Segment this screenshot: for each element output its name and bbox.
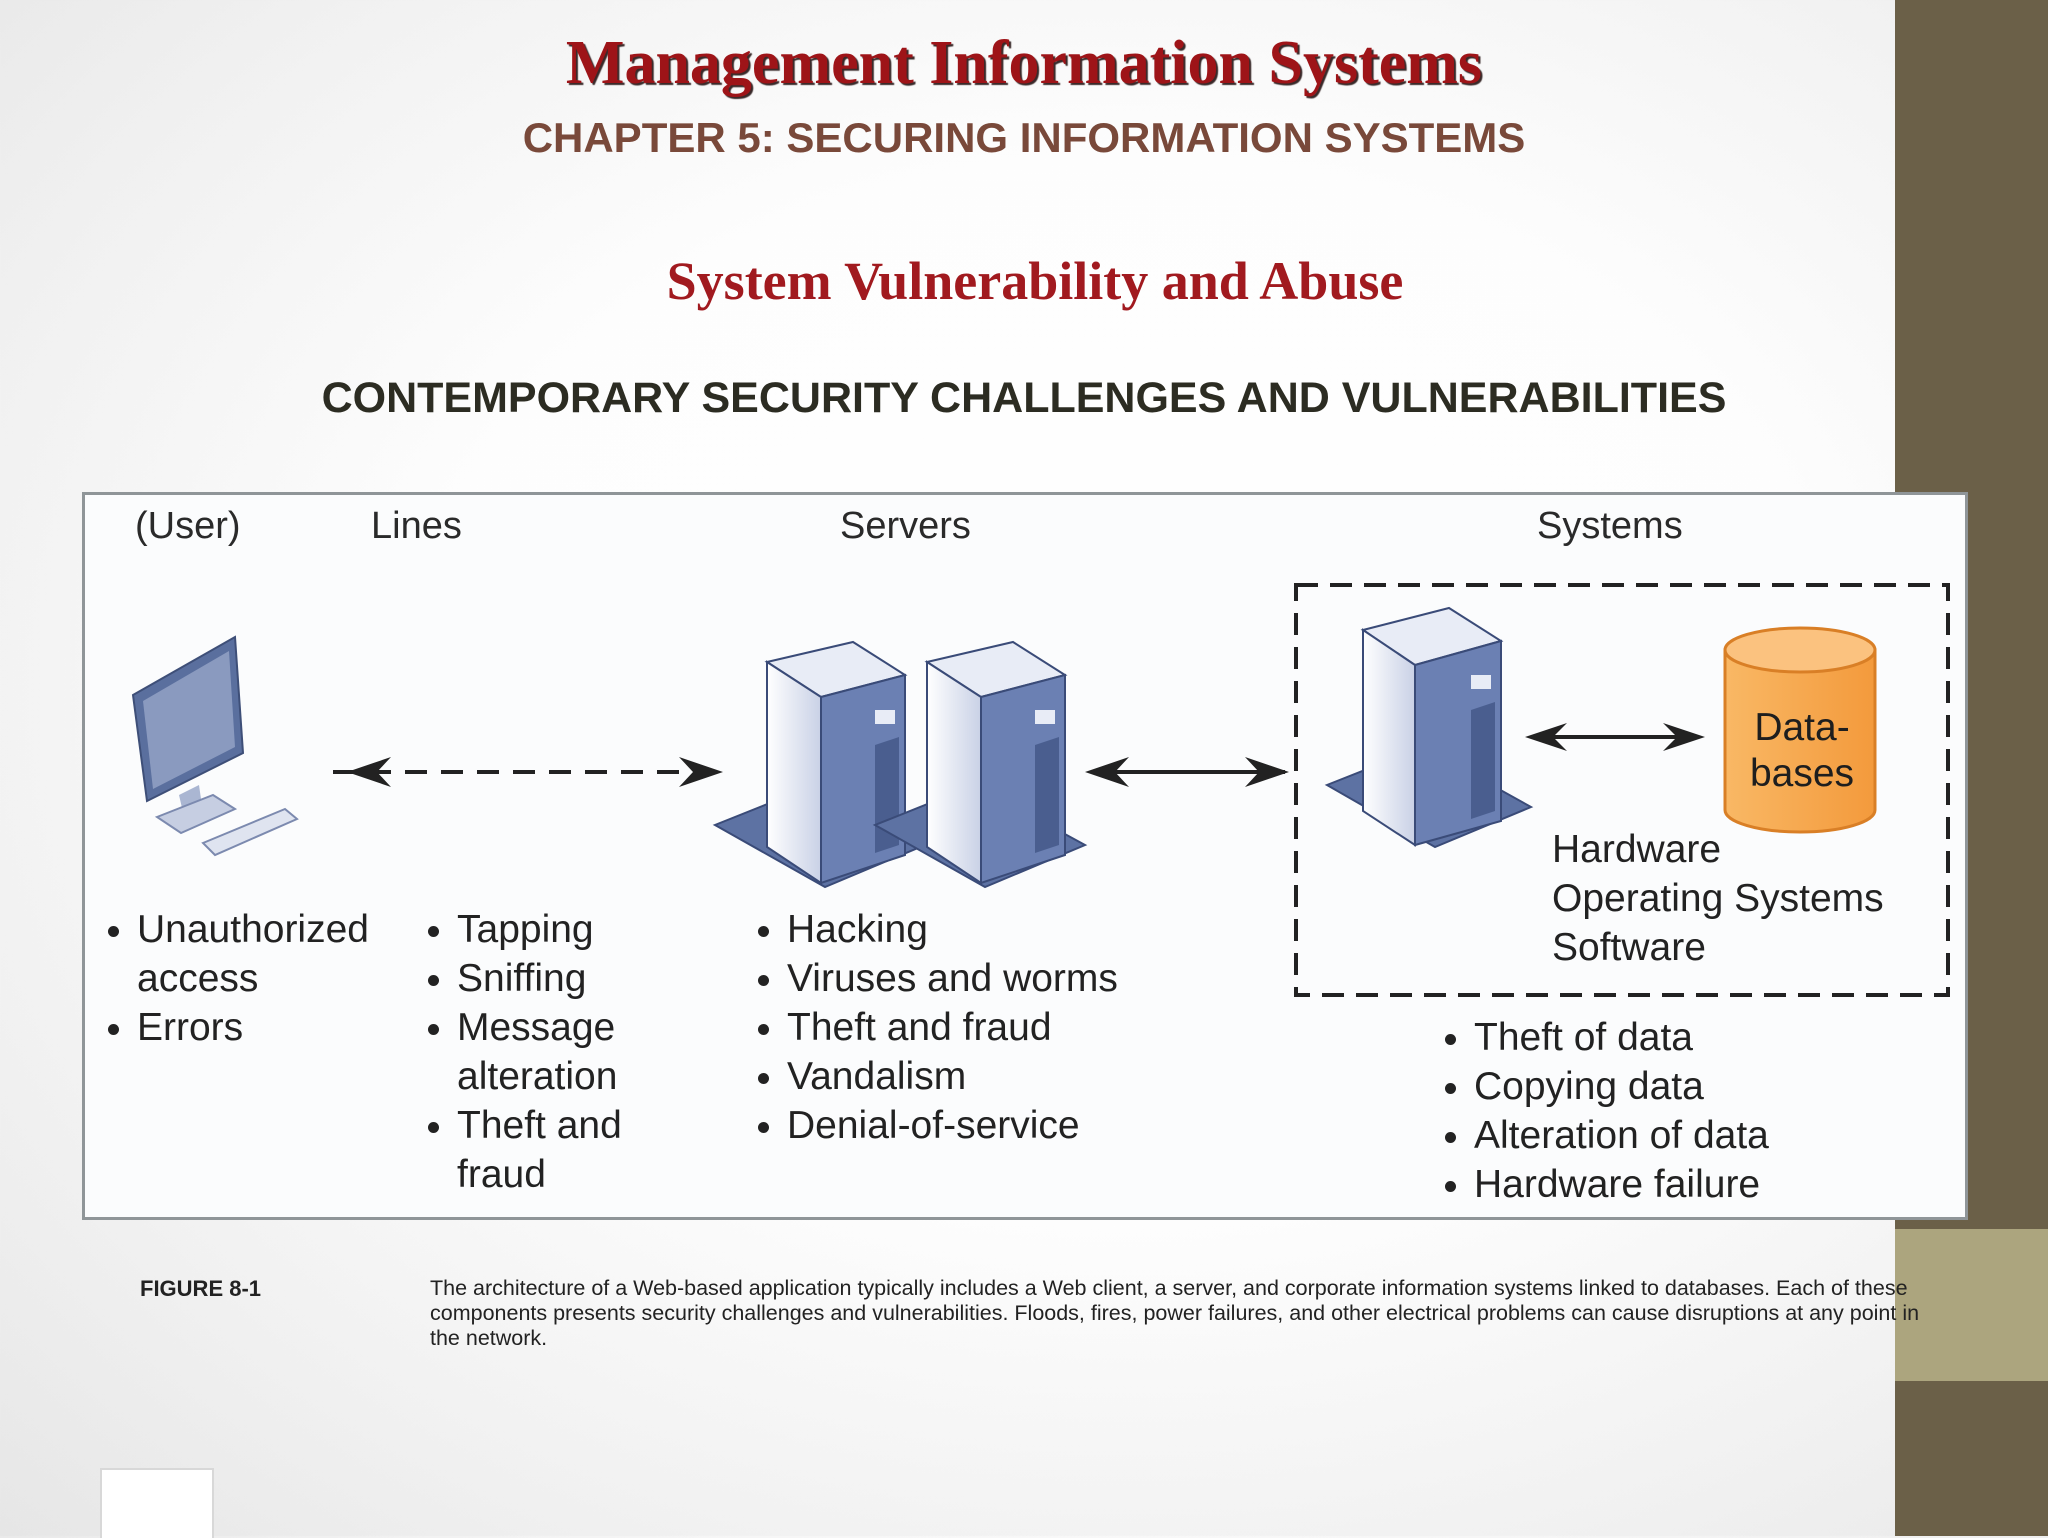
section-heading: System Vulnerability and Abuse [666,251,1404,311]
subsection-heading: CONTEMPORARY SECURITY CHALLENGES AND VUL… [321,374,1727,422]
column-header-servers: Servers [840,505,971,547]
figure-label: FIGURE 8-1 [140,1276,262,1301]
list-item: Alteration of data [1474,1111,1894,1160]
list-item: Vandalism [787,1052,1167,1101]
server-system-arrow [1085,757,1289,787]
right-accent-block [1895,1229,2048,1381]
list-item: Theft and fraud [457,1101,687,1199]
list-item: Message alteration [457,1003,687,1101]
chapter-heading: CHAPTER 5: SECURING INFORMATION SYSTEMS [522,114,1526,161]
list-item: Theft and fraud [787,1003,1167,1052]
system-component-software: Software [1552,926,1706,969]
figure-caption: The architecture of a Web-based applicat… [430,1276,1920,1350]
list-item: Theft of data [1474,1013,1894,1062]
list-item: Hacking [787,905,1167,954]
column-header-user: (User) [135,505,241,547]
slide-corner-box [100,1468,214,1538]
column-header-lines: Lines [371,505,462,547]
list-item: Denial-of-service [787,1101,1167,1150]
system-server-icon [1324,606,1534,849]
client-threat-list: Unauthorized access Errors [101,905,427,1052]
lines-threat-list: Tapping Sniffing Message alteration Thef… [421,905,687,1199]
list-item: Hardware failure [1474,1160,1894,1209]
list-item: Copying data [1474,1062,1894,1111]
list-item: Tapping [457,905,687,954]
list-item: Errors [137,1003,427,1052]
database-label-line-1: Data- [1754,706,1850,749]
client-server-dashed-arrow [333,757,723,787]
database-label: Data- bases [1707,705,1897,797]
list-item: Sniffing [457,954,687,1003]
architecture-figure: (User) Lines Servers Systems [82,492,1968,1220]
corporate-systems-boundary [1294,583,1950,997]
list-item: Unauthorized access [137,905,427,1003]
system-component-os: Operating Systems [1552,877,1884,920]
architecture-graphics [131,583,1950,997]
system-threat-list: Theft of data Copying data Alteration of… [1438,1013,1894,1209]
slide-title: Management Information Systems [565,29,1483,97]
client-computer-icon [131,635,299,857]
server-database-arrow [1525,723,1705,751]
list-item: Viruses and worms [787,954,1167,1003]
server-threat-list: Hacking Viruses and worms Theft and frau… [751,905,1167,1150]
web-server-icon-1 [712,640,928,889]
column-header-systems: Systems [1537,505,1683,547]
web-server-icon-2 [872,640,1088,889]
system-components: Hardware Operating Systems Software [1552,825,1884,972]
database-cylinder-icon [1723,626,1877,834]
database-label-line-2: bases [1749,752,1855,795]
system-component-hardware: Hardware [1552,828,1722,871]
